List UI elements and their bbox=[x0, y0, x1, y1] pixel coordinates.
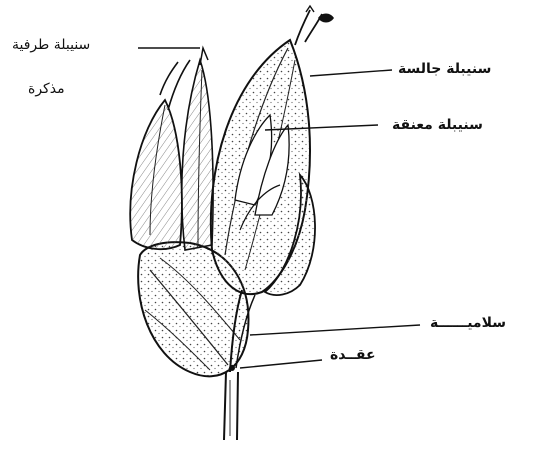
label-rachis: سلاميــــــة bbox=[430, 316, 506, 330]
top-awn bbox=[295, 6, 334, 45]
label-node: عقــدة bbox=[330, 348, 376, 362]
label-pedicelled-spikelet: سنيبلة طرفية bbox=[12, 38, 90, 52]
label-pedicelled-spikelet-line2: مذكرة bbox=[28, 82, 65, 96]
stem bbox=[224, 372, 238, 440]
left-glume bbox=[130, 100, 182, 249]
label-intermediate-spikelet: سنيبلة معنقة bbox=[392, 118, 483, 132]
label-sessile-spikelet: سنيبلة جالسة bbox=[398, 62, 491, 76]
